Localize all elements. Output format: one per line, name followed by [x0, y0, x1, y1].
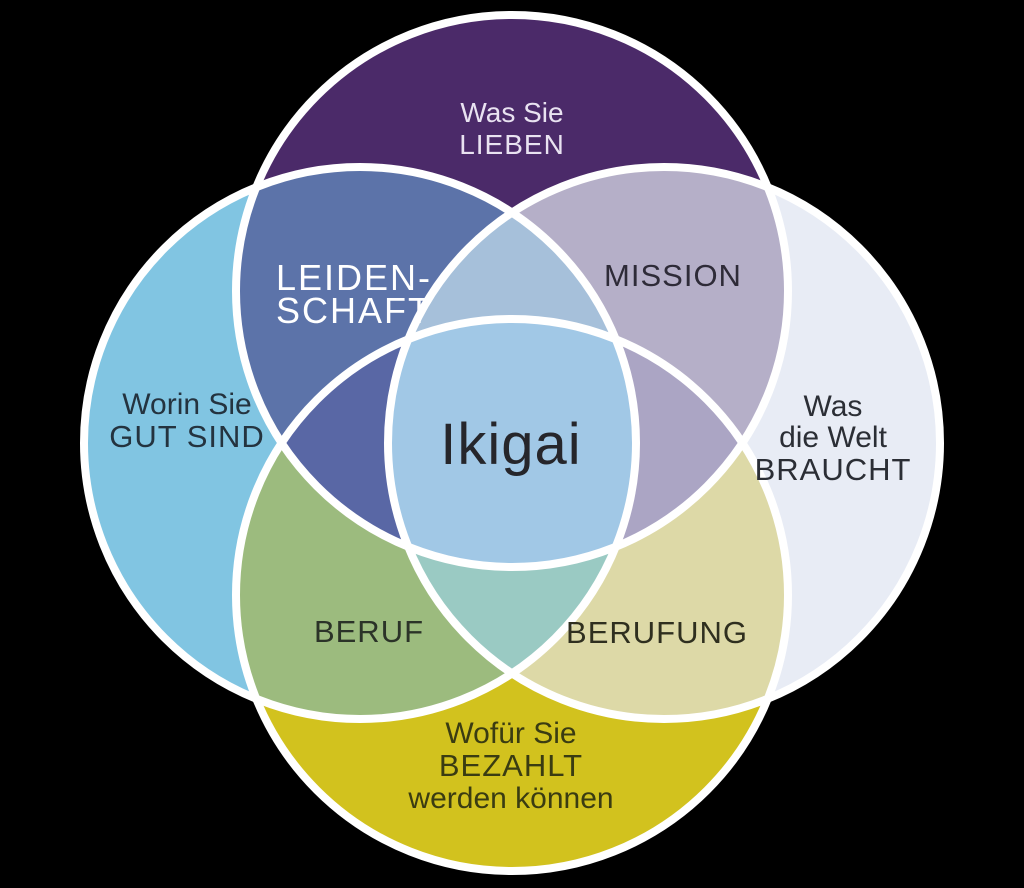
label-paid-for-line2: BEZAHLT: [439, 748, 583, 783]
wedge-upper-clip2: [388, 167, 636, 567]
label-passion-line2: SCHAFT: [276, 290, 432, 331]
label-vocation: BERUFUNG: [566, 615, 748, 650]
wedge-lower-clip2: [388, 319, 636, 719]
region-lower-wedge: [388, 319, 636, 719]
wedge-upper-clip1: [388, 167, 636, 567]
region-left-wedge: [236, 319, 636, 567]
label-world-needs-line3: BRAUCHT: [755, 452, 912, 487]
label-mission: MISSION: [604, 258, 742, 293]
label-profession: BERUF: [314, 614, 424, 649]
outline-world-needs: [384, 163, 944, 723]
label-world-needs-line1: Was: [804, 390, 863, 423]
outline-love: [232, 11, 792, 571]
label-paid-for-line1: Wofür Sie: [445, 717, 576, 750]
outline-paid-for: [232, 315, 792, 875]
wedge-lower-clip1: [388, 319, 636, 719]
wedge-right-clip2: [388, 319, 788, 567]
label-paid-for-line3: werden können: [407, 782, 613, 815]
wedge-left-clip1: [236, 319, 636, 567]
wedge-left-clip2: [236, 319, 636, 567]
region-upper-wedge: [388, 167, 636, 567]
label-good-at-line1: Worin Sie: [122, 388, 252, 421]
label-love-line2: LIEBEN: [459, 129, 565, 160]
label-center-ikigai: Ikigai: [440, 412, 581, 477]
circle-outlines: [80, 11, 944, 875]
wedge-right-clip1: [388, 319, 788, 567]
label-world-needs-line2: die Welt: [779, 421, 887, 454]
label-love-line1: Was Sie: [460, 97, 563, 128]
label-passion-line1: LEIDEN-: [276, 257, 432, 298]
label-good-at-line2: GUT SIND: [109, 419, 265, 454]
region-right-wedge: [388, 319, 788, 567]
outline-good-at: [80, 163, 640, 723]
